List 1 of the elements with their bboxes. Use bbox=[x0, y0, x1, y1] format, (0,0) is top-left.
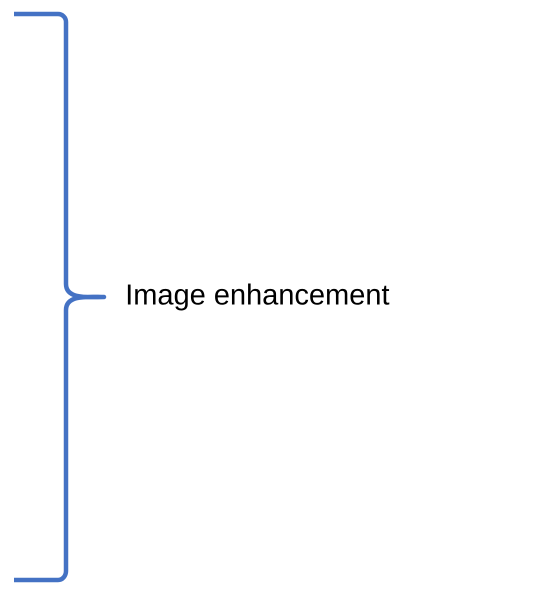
brace-label: Image enhancement bbox=[128, 283, 390, 311]
